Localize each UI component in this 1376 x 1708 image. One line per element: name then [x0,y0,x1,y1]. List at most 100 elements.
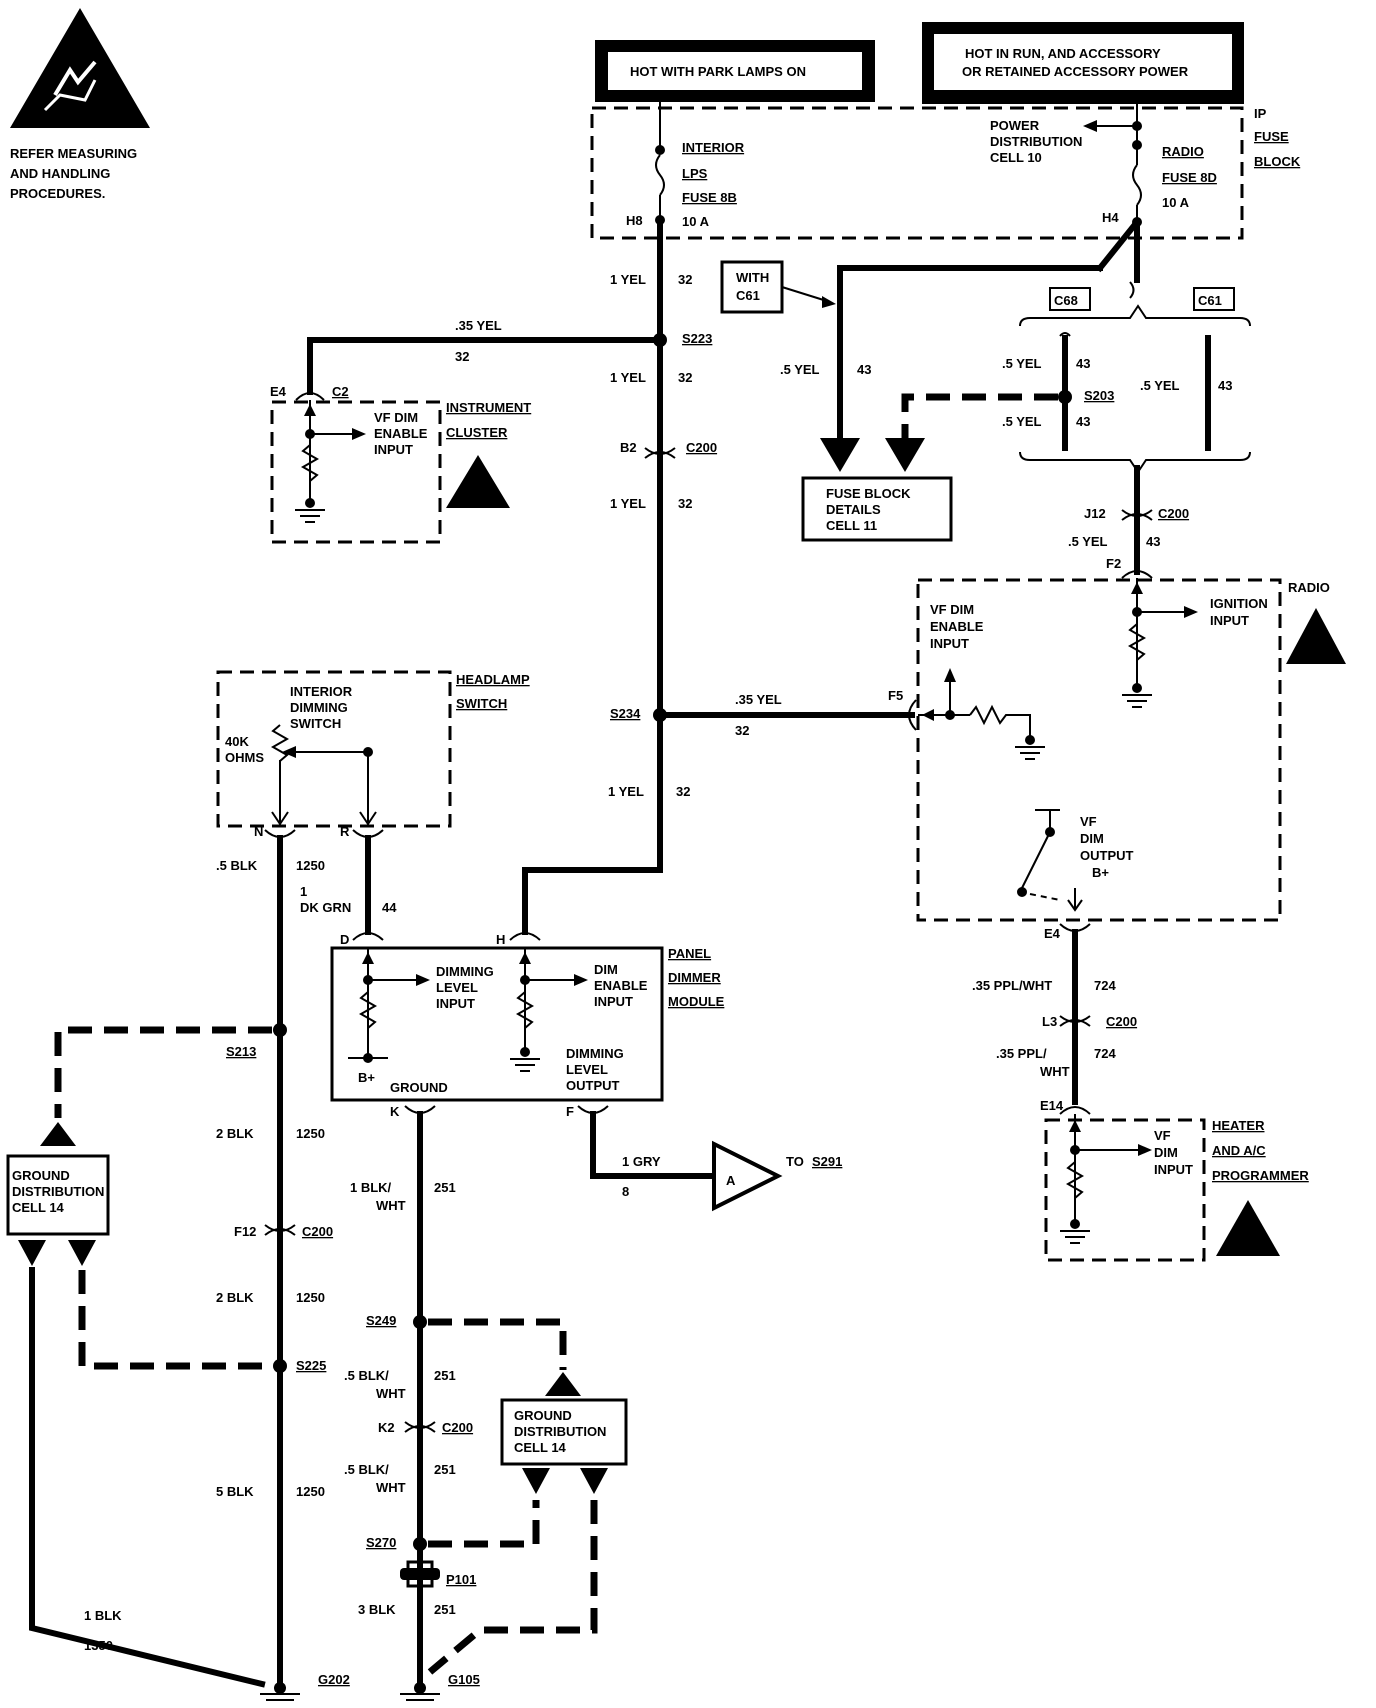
wire-5blk-label: 5 BLK [216,1484,254,1499]
wire-05yel-label-d: .5 YEL [1140,378,1180,393]
heater-name-3: PROGRAMMER [1212,1168,1309,1183]
wire-43-label-e: 43 [1146,534,1160,549]
splice-s203 [1058,390,1072,404]
c68-label: C68 [1054,293,1078,308]
wire-1250-label-c: 1250 [296,1290,325,1305]
interior-fuse-label-1: INTERIOR [682,140,745,155]
wire-1yel-label-d: 1 YEL [608,784,644,799]
wire-1250-label-d: 1250 [296,1484,325,1499]
h-label: H [496,932,505,947]
fuse-details-2: DETAILS [826,502,881,517]
heater-input-3: INPUT [1154,1162,1193,1177]
wire-1blk-label: 1 BLK [84,1608,122,1623]
wire-gry-label: 1 GRY [622,1154,661,1169]
radio-fuse-label-2: FUSE 8D [1162,170,1217,185]
radio-ignition-2: INPUT [1210,613,1249,628]
f5-label: F5 [888,688,903,703]
esd-warning-icon [10,8,150,128]
g105-label: G105 [448,1672,480,1687]
enable-input-1: DIM [594,962,618,977]
wire-2blk-label-b: 2 BLK [216,1290,254,1305]
level-input-3: INPUT [436,996,475,1011]
fuse-details-3: CELL 11 [826,518,877,533]
headlamp-name-2: SWITCH [456,696,507,711]
splice-s249-label: S249 [366,1313,396,1328]
wire-05blk-label: .5 BLK [216,858,258,873]
n-label: N [254,824,263,839]
k-label: K [390,1104,400,1119]
splice-s223-label: S223 [682,331,712,346]
warning-line-2: AND HANDLING [10,166,110,181]
dimming-switch-2: DIMMING [290,700,348,715]
g202-label: G202 [318,1672,350,1687]
wire-dkgrn-2: DK GRN [300,900,351,915]
wire-035yel-label-a: .35 YEL [455,318,502,333]
level-output-1: DIMMING [566,1046,624,1061]
h4-label: H4 [1102,210,1119,225]
ground-dist-l-2: DISTRIBUTION [12,1184,104,1199]
wire-ppl-label-b2: WHT [1040,1064,1070,1079]
wire-1350-label: 1350 [84,1638,113,1653]
wire-05yel-label-e: .5 YEL [1068,534,1108,549]
wire-035yel-label-b: .35 YEL [735,692,782,707]
power-dist-label-2: DISTRIBUTION [990,134,1082,149]
cluster-name-1: INSTRUMENT [446,400,531,415]
wire-05yel-label-b: .5 YEL [1002,356,1042,371]
panel-dimmer-name-1: PANEL [668,946,711,961]
esd-icon-heater [1216,1200,1280,1256]
panel-dimmer-module-box [330,946,664,1102]
wire-1250-label-b: 1250 [296,1126,325,1141]
wire-05yel-label-c: .5 YEL [1002,414,1042,429]
offpage-connector-a [712,1140,783,1212]
h8-label: H8 [626,213,643,228]
headlamp-switch-box [216,670,452,828]
radio-vf-output-2: DIM [1080,831,1104,846]
wire-blkwht-a2: WHT [376,1198,406,1213]
wire-dkgrn-1: 1 [300,884,307,899]
c200-label-j12: C200 [1158,506,1189,521]
splice-s203-label: S203 [1084,388,1114,403]
ground-dist-l-1: GROUND [12,1168,70,1183]
power-dist-label-3: CELL 10 [990,150,1042,165]
wire-blkwht-b1: .5 BLK/ [344,1368,389,1383]
interior-fuse-label-3: FUSE 8B [682,190,737,205]
level-input-2: LEVEL [436,980,478,995]
ohms-2: OHMS [225,750,264,765]
wire-8-label: 8 [622,1184,629,1199]
heater-programmer-box [1044,1118,1206,1262]
ohms-1: 40K [225,734,249,749]
wire-43-label-a: 43 [857,362,871,377]
wire-blkwht-a1: 1 BLK/ [350,1180,392,1195]
ground-dist-box-left [6,1154,110,1236]
wire-251-label-a: 251 [434,1180,456,1195]
wire-05yel-label-a: .5 YEL [780,362,820,377]
wire-32-label-f: 32 [676,784,690,799]
heater-name-1: HEATER [1212,1118,1265,1133]
p101-grommet [400,1568,440,1580]
f12-label: F12 [234,1224,256,1239]
ip-fuse-block-label-2: FUSE [1254,129,1289,144]
wire-32-label-a: 32 [678,272,692,287]
heater-name-2: AND A/C [1212,1143,1266,1158]
level-input-1: DIMMING [436,964,494,979]
hot-run-label-1: HOT IN RUN, AND ACCESSORY [965,46,1161,61]
wire-724-label-b: 724 [1094,1046,1116,1061]
c200-label-l3: C200 [1106,1014,1137,1029]
wire-32-label-d: 32 [678,496,692,511]
j12-label: J12 [1084,506,1106,521]
wire-43-label-b: 43 [1076,356,1090,371]
fuse-block-details-box [801,476,953,542]
esd-icon-cluster [446,455,510,508]
r-label: R [340,824,350,839]
radio-vf-enable-3: INPUT [930,636,969,651]
c2-label: C2 [332,384,349,399]
splice-s249 [413,1315,427,1329]
headlamp-name-1: HEADLAMP [456,672,530,687]
ip-fuse-block-label-1: IP [1254,106,1267,121]
esd-icon-radio [1286,608,1346,664]
cluster-input-1: VF DIM [374,410,418,425]
splice-s270-label: S270 [366,1535,396,1550]
warning-line-1: REFER MEASURING [10,146,137,161]
dimming-switch-1: INTERIOR [290,684,353,699]
